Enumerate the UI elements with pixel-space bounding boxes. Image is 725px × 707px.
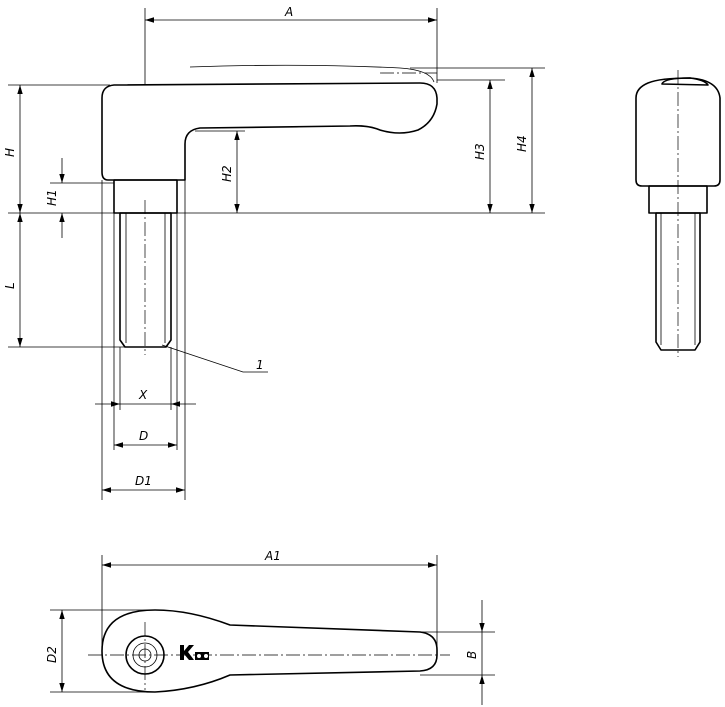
- lever-body-outline: [101, 82, 438, 181]
- side-threaded-stud: [655, 212, 701, 351]
- side-grip-cap: [661, 77, 709, 86]
- label-L: L: [3, 282, 17, 289]
- label-A: A: [284, 5, 293, 19]
- label-B: B: [465, 651, 479, 659]
- top-view: A1 D2 B: [45, 549, 495, 705]
- label-H3: H3: [473, 143, 487, 160]
- top-lever-outline: [101, 609, 438, 693]
- label-D2: D2: [45, 646, 59, 663]
- label-D1: D1: [135, 474, 152, 488]
- label-H4: H4: [515, 135, 529, 152]
- front-view: A H H1 L H2 H3 H4 X D D1 1: [3, 5, 545, 500]
- label-H: H: [3, 148, 17, 157]
- callout-1-label: 1: [256, 358, 264, 372]
- label-A1: A1: [264, 549, 281, 563]
- label-H1: H1: [45, 189, 59, 206]
- hub-collar: [113, 179, 178, 214]
- label-X: X: [138, 388, 148, 402]
- label-H2: H2: [220, 165, 234, 182]
- callout-leader-1: [161, 344, 268, 373]
- label-D: D: [139, 429, 148, 443]
- lever-top-sweep: [189, 64, 435, 83]
- side-view: [635, 70, 721, 357]
- kipp-logo-icon: [180, 645, 209, 660]
- threaded-stud: [119, 212, 172, 348]
